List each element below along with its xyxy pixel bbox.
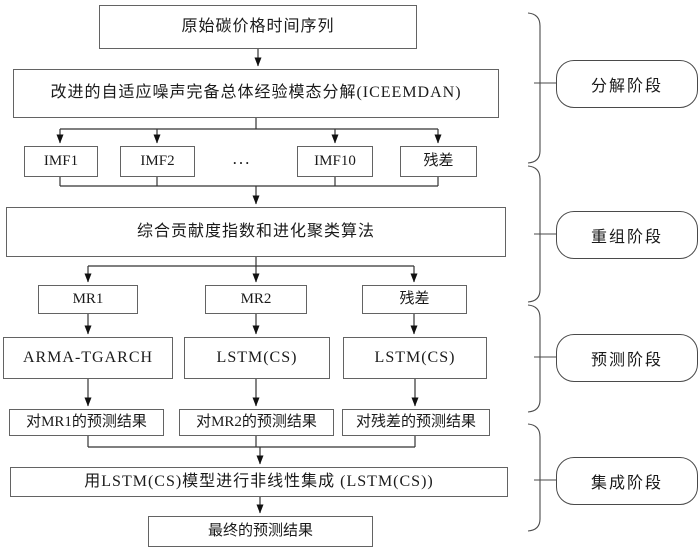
- brace-ensemble: [527, 423, 541, 532]
- flow-node-mr-residual: 残差: [362, 285, 467, 314]
- flow-node-mr1: MR1: [38, 285, 138, 314]
- flow-node-forecast-mr1: 对MR1的预测结果: [9, 409, 164, 436]
- flow-node-recombination: 综合贡献度指数和进化聚类算法: [6, 207, 506, 257]
- flow-node-forecast-mr2: 对MR2的预测结果: [179, 409, 334, 436]
- flow-node-decomposition: 改进的自适应噪声完备总体经验模态分解(ICEEMDAN): [13, 69, 499, 118]
- flow-node-imf10: IMF10: [297, 146, 373, 177]
- stage-label-decompose: 分解阶段: [556, 60, 698, 108]
- stage-label-ensemble: 集成阶段: [556, 457, 698, 505]
- flow-node-imf-ellipsis: ...: [232, 148, 252, 168]
- flow-node-forecast-residual: 对残差的预测结果: [342, 409, 490, 436]
- flow-node-final: 最终的预测结果: [148, 516, 373, 547]
- flow-node-predictor-mr1: ARMA-TGARCH: [3, 337, 173, 379]
- flow-node-source: 原始碳价格时间序列: [99, 5, 417, 49]
- flow-node-imf1: IMF1: [24, 146, 98, 177]
- stage-label-predict: 预测阶段: [556, 334, 698, 382]
- flow-node-imf-residual: 残差: [400, 146, 477, 177]
- flow-node-ensemble: 用LSTM(CS)模型进行非线性集成 (LSTM(CS)): [10, 467, 508, 497]
- flow-node-mr2: MR2: [205, 285, 307, 314]
- stage-label-recombine: 重组阶段: [556, 211, 698, 259]
- flow-arrows: [56, 49, 442, 514]
- flow-node-imf2: IMF2: [120, 146, 195, 177]
- flow-node-predictor-residual: LSTM(CS): [343, 337, 487, 379]
- brace-decompose: [527, 12, 541, 164]
- brace-predict: [527, 304, 541, 413]
- flow-node-predictor-mr2: LSTM(CS): [184, 337, 330, 379]
- stage-braces: [527, 12, 556, 532]
